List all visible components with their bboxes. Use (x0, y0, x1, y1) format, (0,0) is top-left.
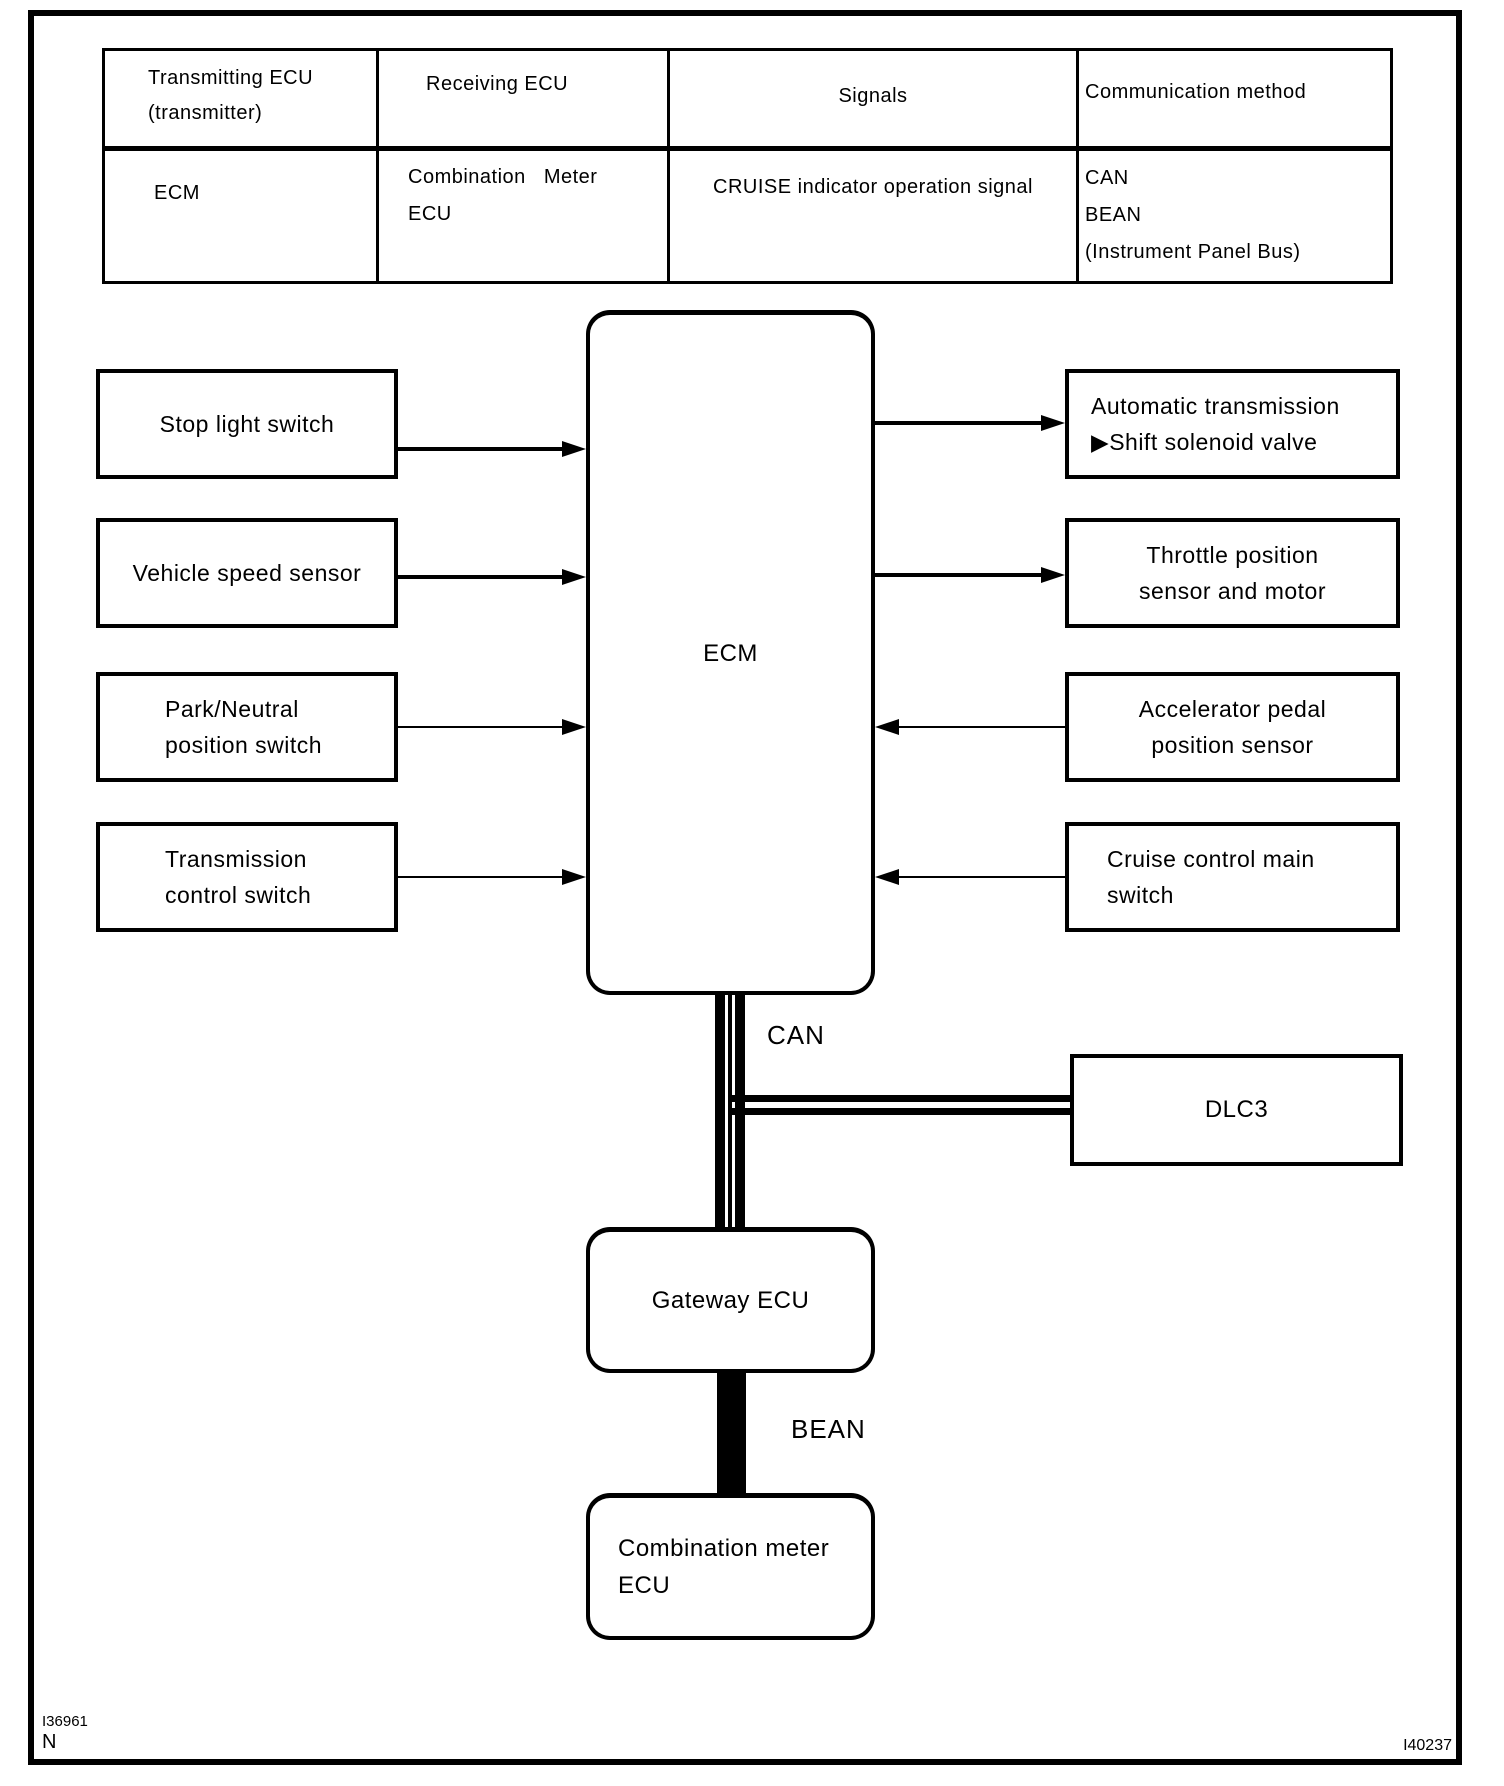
table-header-separator (105, 146, 1390, 151)
header-transmitting-ecu: Transmitting ECU (transmitter) (148, 61, 313, 131)
cell-receiving-line1: Combination Meter (408, 166, 598, 188)
combination-meter-label: Combination meter (618, 1535, 830, 1562)
image-code: I36961 (42, 1713, 88, 1730)
box-automatic-transmission-shift-solenoid: Automatic transmission ▶Shift solenoid v… (1065, 369, 1400, 479)
box-dlc3: DLC3 (1070, 1054, 1403, 1166)
box-gateway-ecu: Gateway ECU (586, 1227, 875, 1373)
combination-meter-label: ECU (618, 1572, 671, 1599)
box-label: position sensor (1151, 732, 1314, 758)
table-column-separator (667, 51, 670, 281)
box-label: Park/Neutral (165, 696, 299, 722)
arrow-accelerator-to-ecm (875, 719, 1065, 735)
cell-method-line1: CAN (1085, 167, 1129, 189)
box-label: Cruise control main (1107, 846, 1315, 872)
box-combination-meter-ecu: Combination meter ECU (586, 1493, 875, 1640)
can-bus-label: CAN (767, 1020, 825, 1050)
revision-mark: N (42, 1731, 57, 1753)
cell-signals-value: CRUISE indicator operation signal (713, 176, 1033, 198)
header-communication-method: Communication method (1085, 81, 1307, 103)
box-label: Throttle position (1146, 542, 1319, 568)
page-border-left (28, 10, 34, 1765)
arrow-head-icon (562, 441, 586, 457)
gateway-ecu-label: Gateway ECU (651, 1287, 810, 1314)
box-label: Vehicle speed sensor (132, 560, 362, 586)
header-transmitting-line2: (transmitter) (148, 102, 263, 124)
cell-method-line2: BEAN (1085, 204, 1142, 226)
box-vehicle-speed-sensor: Vehicle speed sensor (96, 518, 398, 628)
arrow-ecm-to-throttle (875, 567, 1065, 583)
box-label: control switch (165, 882, 312, 908)
bean-bus-line (717, 1373, 746, 1493)
cell-receiving-value: Combination Meter ECU (408, 159, 597, 233)
arrow-head-icon (875, 869, 899, 885)
arrow-head-icon (1041, 567, 1065, 583)
can-branch-line-upper (730, 1095, 1070, 1102)
box-label: switch (1107, 882, 1174, 908)
arrow-vehicle-speed-to-ecm (398, 569, 586, 585)
box-label: Transmission (165, 846, 307, 872)
table-column-separator (1076, 51, 1079, 281)
box-park-neutral-position-switch: Park/Neutral position switch (96, 672, 398, 782)
page-border-bottom (28, 1759, 1462, 1765)
box-accelerator-pedal-position-sensor: Accelerator pedal position sensor (1065, 672, 1400, 782)
header-receiving-ecu: Receiving ECU (426, 73, 569, 95)
cell-method-line3: (Instrument Panel Bus) (1085, 241, 1301, 263)
box-transmission-control-switch: Transmission control switch (96, 822, 398, 932)
cell-transmitting-value: ECM (154, 182, 200, 204)
arrow-head-icon (562, 719, 586, 735)
header-signals: Signals (838, 85, 908, 107)
box-throttle-position-sensor-motor: Throttle position sensor and motor (1065, 518, 1400, 628)
arrow-cruise-switch-to-ecm (875, 869, 1065, 885)
dlc3-label: DLC3 (1204, 1096, 1269, 1123)
page-border-right (1456, 10, 1462, 1765)
box-label: Automatic transmission (1091, 393, 1340, 419)
arrow-park-neutral-to-ecm (398, 719, 586, 735)
page-border-top (28, 10, 1462, 16)
box-label-with-triangle-icon: ▶Shift solenoid valve (1091, 429, 1318, 455)
arrow-head-icon (1041, 415, 1065, 431)
figure-code: I40237 (1403, 1737, 1452, 1754)
arrow-stop-light-to-ecm (398, 441, 586, 457)
box-label: Stop light switch (159, 411, 335, 437)
communication-table (102, 48, 1393, 284)
bean-bus-label: BEAN (791, 1414, 866, 1444)
box-label: sensor and motor (1139, 578, 1326, 604)
arrow-head-icon (562, 569, 586, 585)
arrow-head-icon (562, 869, 586, 885)
arrow-head-icon (875, 719, 899, 735)
cell-receiving-line2: ECU (408, 203, 452, 225)
header-transmitting-line1: Transmitting ECU (148, 67, 314, 89)
cell-method-value: CAN BEAN (Instrument Panel Bus) (1085, 160, 1301, 271)
box-label: position switch (165, 732, 323, 758)
arrow-transmission-switch-to-ecm (398, 869, 586, 885)
box-cruise-control-main-switch: Cruise control main switch (1065, 822, 1400, 932)
box-ecm: ECM (586, 310, 875, 995)
arrow-ecm-to-shift-solenoid (875, 415, 1065, 431)
box-stop-light-switch: Stop light switch (96, 369, 398, 479)
table-column-separator (376, 51, 379, 281)
ecm-label: ECM (703, 639, 758, 667)
box-label: Accelerator pedal (1138, 696, 1327, 722)
can-branch-line-lower (730, 1108, 1070, 1115)
